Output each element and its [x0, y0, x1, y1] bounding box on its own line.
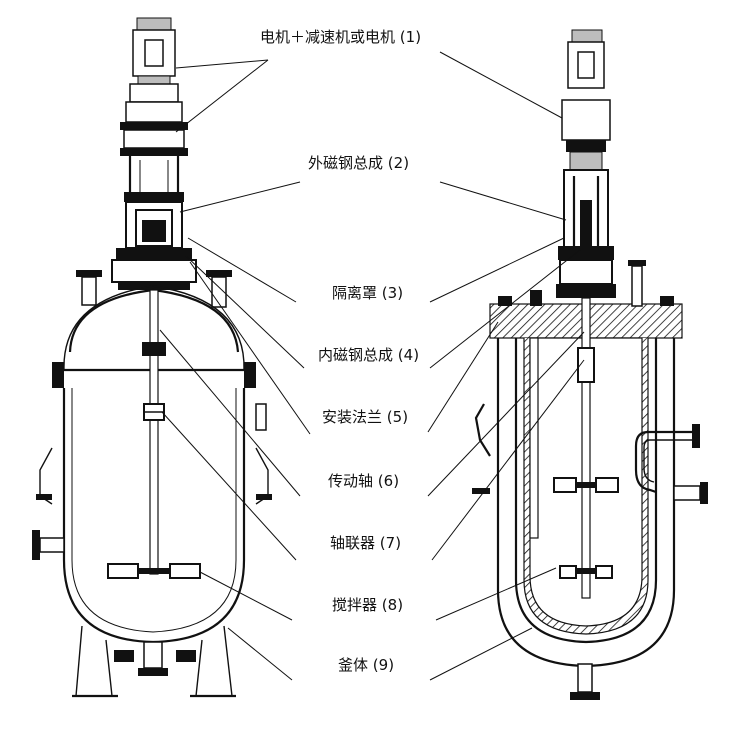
left-vessel-body: [32, 285, 272, 698]
left-motor: [132, 17, 176, 85]
label-mounting-flange: 安装法兰 (5): [322, 408, 408, 426]
left-reducer-frame: [120, 83, 188, 202]
left-magnetic-coupling: [111, 201, 197, 290]
label-vessel-body: 釜体 (9): [338, 656, 394, 674]
label-isolation-cover: 隔离罩 (3): [332, 284, 403, 302]
right-reactor: [472, 29, 708, 700]
label-shaft-coupling: 轴联器 (7): [330, 534, 401, 552]
left-reactor: [32, 17, 272, 698]
label-outer-magnet: 外磁钢总成 (2): [308, 154, 409, 172]
label-drive-shaft: 传动轴 (6): [328, 472, 399, 490]
label-motor: 电机＋减速机或电机 (1): [260, 28, 421, 46]
label-agitator: 搅拌器 (8): [332, 596, 403, 614]
label-inner-magnet: 内磁钢总成 (4): [318, 346, 419, 364]
leader-lines: [159, 51, 585, 681]
right-magnetic-coupling: [556, 169, 616, 298]
callout-labels: 电机＋减速机或电机 (1) 外磁钢总成 (2) 隔离罩 (3) 内磁钢总成 (4…: [260, 28, 421, 674]
right-vessel-body: [472, 297, 708, 700]
right-motor: [561, 29, 611, 171]
